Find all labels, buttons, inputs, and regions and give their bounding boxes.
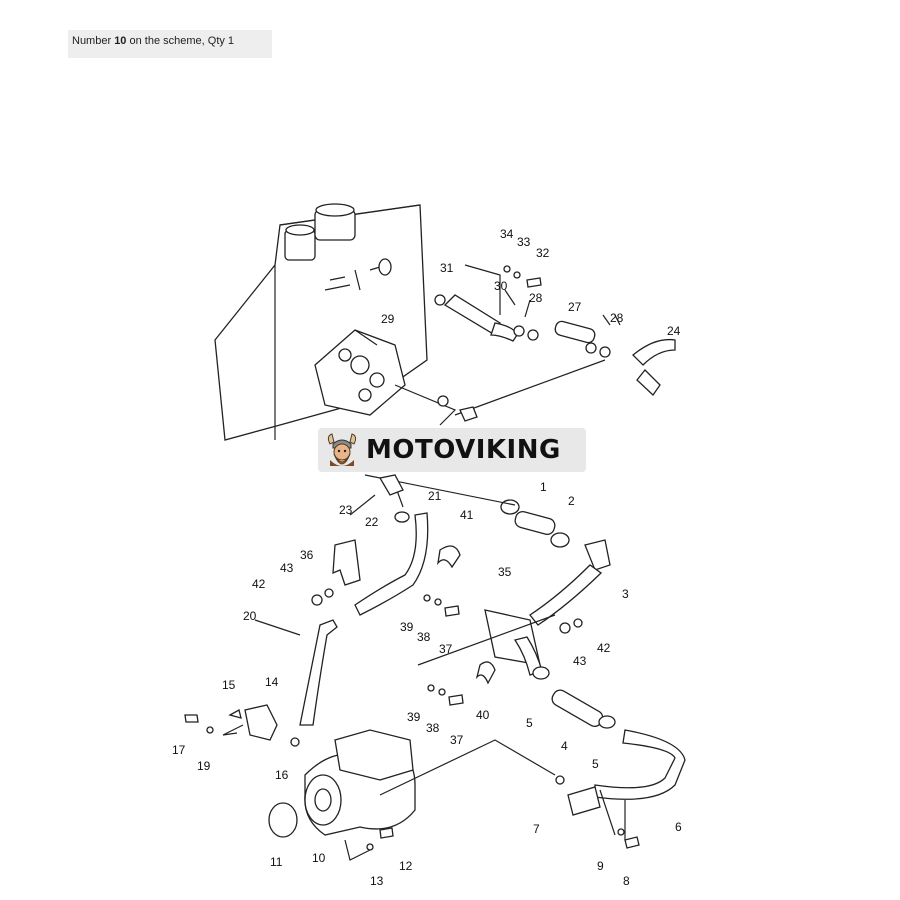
diagram-drawing: 1 2 3 4 5 5 6 7 8 9 10 11 12 13 14 15 16… — [172, 203, 686, 887]
flange-14 — [244, 704, 278, 741]
callout-38b: 38 — [426, 721, 440, 735]
caption-prefix: Number — [72, 35, 115, 47]
callout-36: 36 — [300, 548, 314, 562]
callout-40: 40 — [476, 708, 490, 722]
hydraulic-tank — [214, 203, 428, 441]
callout-24: 24 — [667, 324, 681, 338]
callout-8: 8 — [623, 874, 630, 887]
bracket-36 — [332, 539, 361, 586]
parts-diagram: 1 2 3 4 5 5 6 7 8 9 10 11 12 13 14 15 16… — [155, 195, 763, 887]
callout-37a: 37 — [439, 642, 453, 656]
pipe-6 — [567, 729, 686, 816]
callout-33: 33 — [517, 235, 531, 249]
callout-39b: 39 — [407, 710, 421, 724]
callout-13: 13 — [370, 874, 384, 887]
callout-29: 29 — [381, 312, 395, 326]
callout-41: 41 — [460, 508, 474, 522]
callout-10: 10 — [312, 851, 326, 865]
viking-logo-icon — [327, 433, 357, 466]
callout-38a: 38 — [417, 630, 431, 644]
callout-6: 6 — [675, 820, 682, 834]
callout-42a: 42 — [252, 577, 266, 591]
callout-31: 31 — [440, 261, 454, 275]
callout-14: 14 — [265, 675, 279, 689]
callout-21: 21 — [428, 489, 442, 503]
callout-7: 7 — [533, 822, 540, 836]
callout-15: 15 — [222, 678, 236, 692]
callout-35: 35 — [498, 565, 512, 579]
pipes-20-21 — [299, 511, 429, 726]
callout-11: 11 — [270, 855, 283, 869]
callout-27: 27 — [568, 300, 582, 314]
callout-17: 17 — [172, 743, 186, 757]
caption-suffix: on the scheme, Qty 1 — [126, 35, 235, 47]
hydraulic-pump — [304, 729, 416, 836]
callout-20: 20 — [243, 609, 257, 623]
callout-30: 30 — [494, 279, 508, 293]
callout-23: 23 — [339, 503, 353, 517]
watermark-text: MOTOVIKING — [366, 435, 561, 465]
control-valve — [314, 329, 406, 416]
callout-1: 1 — [540, 480, 547, 494]
callout-34: 34 — [500, 227, 514, 241]
callout-3: 3 — [622, 587, 629, 601]
brand-watermark: MOTOVIKING — [318, 428, 586, 472]
caption-part-number: 10 — [114, 35, 127, 47]
callout-22: 22 — [365, 515, 379, 529]
callout-5a: 5 — [526, 716, 533, 730]
return-hoses — [443, 294, 676, 396]
callout-37b: 37 — [450, 733, 464, 747]
callout-39a: 39 — [400, 620, 414, 634]
fasteners — [184, 265, 640, 851]
callout-28a: 28 — [529, 291, 543, 305]
callout-5b: 5 — [592, 757, 599, 771]
callout-32: 32 — [536, 246, 550, 260]
callout-4: 4 — [561, 739, 568, 753]
part-caption: Number 10 on the scheme, Qty 1 — [68, 30, 272, 58]
callout-28b: 28 — [610, 311, 624, 325]
callout-2: 2 — [568, 494, 575, 508]
callout-19: 19 — [197, 759, 211, 773]
callout-16: 16 — [275, 768, 289, 782]
callout-43b: 43 — [573, 654, 587, 668]
callout-43a: 43 — [280, 561, 294, 575]
callout-9: 9 — [597, 859, 604, 873]
callout-12: 12 — [399, 859, 413, 873]
callout-42b: 42 — [597, 641, 611, 655]
suction-hoses — [484, 499, 616, 729]
callout-numbers: 1 2 3 4 5 5 6 7 8 9 10 11 12 13 14 15 16… — [172, 227, 682, 887]
o-ring-11 — [268, 802, 298, 838]
